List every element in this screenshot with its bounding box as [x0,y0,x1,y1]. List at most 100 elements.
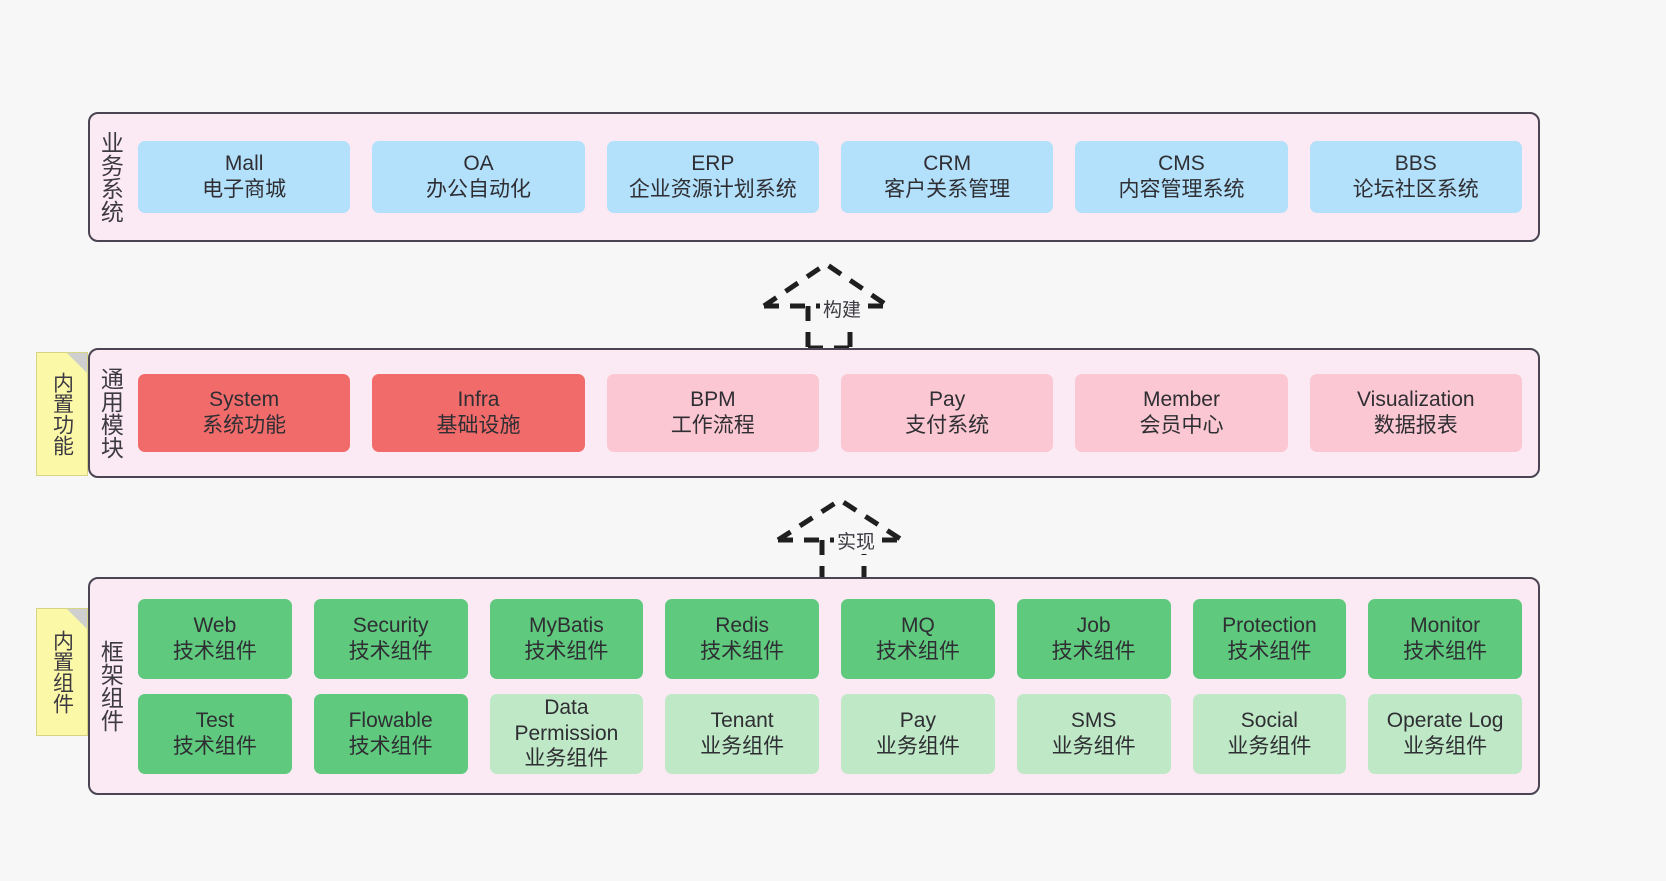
card-name: Monitor [1410,613,1481,637]
layer-title-modules: 通用模块 [97,367,124,459]
card-desc: 技术组件 [172,639,257,663]
card-desc: 业务组件 [700,734,785,758]
sticky-note-builtin-functions: 内置功能 [36,352,88,476]
card-desc: 论坛社区系统 [1352,178,1479,201]
card-desc: 业务组件 [1051,734,1136,758]
card-desc: 业务组件 [1403,734,1488,758]
card-desc: 技术组件 [875,639,960,663]
card-desc: 业务组件 [1227,734,1312,758]
card-desc: 电子商城 [202,178,287,201]
card-name: Redis [715,613,769,637]
card-name: Security [352,613,429,637]
card-name: SMS [1070,708,1117,732]
card-desc: 企业资源计划系统 [628,178,797,201]
card-desc: 技术组件 [1051,639,1136,663]
card-name: Protection [1222,613,1317,637]
arrow-label-implement: 实现 [834,527,879,554]
card-desc: 技术组件 [700,639,785,663]
card-desc: 技术组件 [1227,639,1312,663]
card-name: Member [1142,388,1220,412]
card-name: Flowable [348,708,433,732]
card-desc: 系统功能 [202,414,287,437]
card-name: Data Permission [514,696,619,745]
card-name: Social [1240,708,1298,732]
card-name: CRM [923,152,972,176]
card-name: Tenant [710,708,774,732]
card-desc: 技术组件 [348,734,433,758]
generalization-arrow-build: 构建 [758,258,908,351]
card-name: Mall [224,152,264,176]
arrow-label-build: 构建 [820,295,865,322]
card-name: MyBatis [529,613,604,637]
card-name: MQ [900,613,935,637]
sticky-note-label-components: 内置组件 [50,630,74,714]
card-desc: 技术组件 [524,639,609,663]
card-desc: 支付系统 [905,414,990,437]
sticky-note-label-functions: 内置功能 [50,372,74,456]
generalization-arrow-implement: 实现 [772,494,922,583]
layer-title-framework: 框架组件 [97,640,124,732]
card-name: Pay [899,708,936,732]
card-name: Pay [929,388,966,412]
layer-title-business: 业务系统 [97,131,124,223]
card-name: Operate Log [1386,708,1504,732]
card-desc: 业务组件 [524,747,609,771]
card-name: Infra [457,388,500,412]
card-desc: 技术组件 [348,639,433,663]
card-name: CMS [1158,152,1205,176]
card-name: Job [1076,613,1111,637]
card-name: Web [193,613,237,637]
card-name: BPM [690,388,736,412]
card-desc: 技术组件 [172,734,257,758]
card-desc: 会员中心 [1139,414,1224,437]
card-name: Test [195,708,235,732]
card-desc: 业务组件 [875,734,960,758]
card-desc: 内容管理系统 [1118,178,1245,201]
card-name: System [209,388,280,412]
card-desc: 数据报表 [1373,414,1458,437]
card-desc: 基础设施 [436,414,521,437]
card-name: OA [463,152,494,176]
card-name: Visualization [1357,388,1475,412]
card-desc: 客户关系管理 [884,178,1011,201]
card-desc: 技术组件 [1403,639,1488,663]
